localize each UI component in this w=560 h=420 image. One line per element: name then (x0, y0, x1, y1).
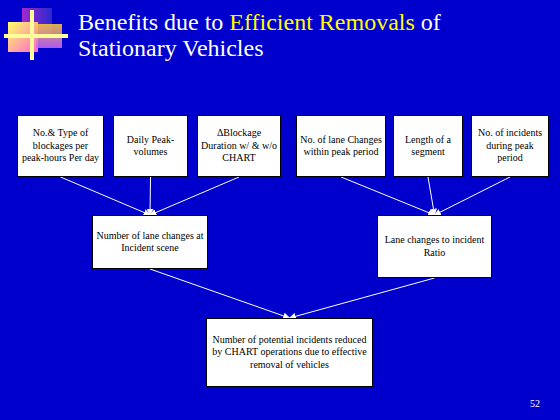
page-number: 52 (530, 398, 540, 409)
flow-arrow (150, 177, 152, 215)
flow-arrow (290, 278, 435, 318)
process-box: Length of a segment (393, 115, 463, 177)
flow-arrow (61, 177, 151, 215)
process-box: No.& Type of blockages per peak-hours Pe… (17, 115, 104, 177)
box-text: Number of potential incidents reduced by… (210, 334, 369, 372)
box-text: No. of lane Changes within peak period (300, 134, 382, 159)
box-text: Daily Peak-volumes (117, 134, 184, 159)
box-text: ΔBlockage Duration w/ & w/o CHART (201, 127, 277, 165)
box-text: Number of lane changes at Incident scene (96, 230, 204, 255)
process-box: Number of lane changes at Incident scene (92, 215, 208, 269)
process-box: Daily Peak-volumes (113, 115, 188, 177)
box-text: No. of incidents during peak period (475, 127, 545, 165)
process-box: Lane changes to incident Ratio (377, 215, 492, 278)
flow-arrow (341, 177, 435, 215)
box-text: No.& Type of blockages per peak-hours Pe… (21, 127, 100, 165)
flow-arrow (150, 177, 239, 215)
deco-bar (4, 34, 68, 38)
flow-arrow (428, 177, 435, 215)
flow-arrow (435, 177, 511, 215)
box-text: Length of a segment (397, 134, 459, 159)
corner-decoration (0, 0, 80, 70)
process-box: ΔBlockage Duration w/ & w/o CHART (197, 115, 281, 177)
process-box: No. of lane Changes within peak period (296, 115, 386, 177)
flow-arrow (150, 269, 290, 318)
process-box: No. of incidents during peak period (471, 115, 549, 177)
box-text: Lane changes to incident Ratio (381, 234, 488, 259)
slide-title: Benefits due to Efficient Removals of St… (78, 10, 508, 62)
process-box: Number of potential incidents reduced by… (206, 318, 373, 387)
